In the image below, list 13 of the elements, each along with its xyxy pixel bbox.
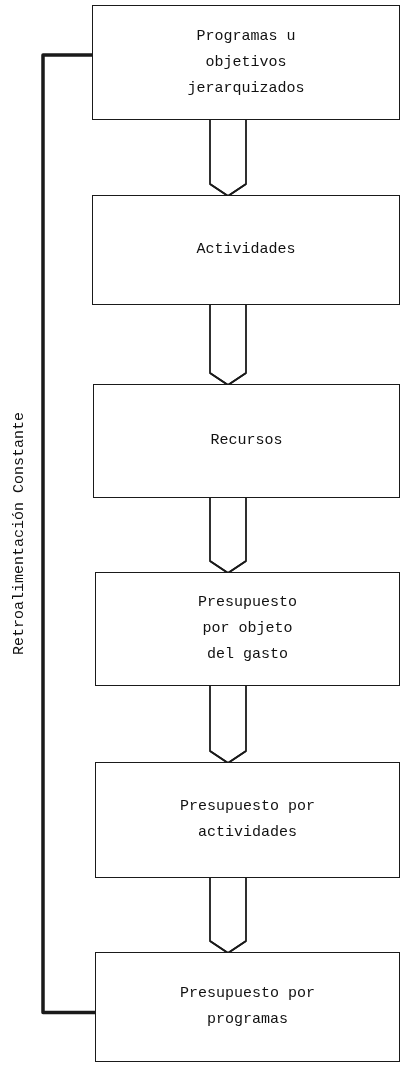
process-box	[93, 384, 400, 498]
box-label: Presupuesto por actividades	[179, 797, 316, 843]
process-box	[92, 5, 400, 120]
process-box	[95, 572, 400, 686]
process-box	[95, 762, 400, 878]
process-box	[92, 195, 400, 305]
box-label: Presupuesto por programas	[179, 984, 316, 1030]
box-label: Programas u objetivos jerarquizados	[186, 26, 306, 99]
box-label: Recursos	[209, 431, 284, 451]
box-label: Presupuesto por objeto del gasto	[197, 593, 298, 665]
edge-label: Retroalimentación Constante	[11, 412, 28, 656]
box-label: Actividades	[195, 240, 297, 260]
process-box	[95, 952, 400, 1062]
